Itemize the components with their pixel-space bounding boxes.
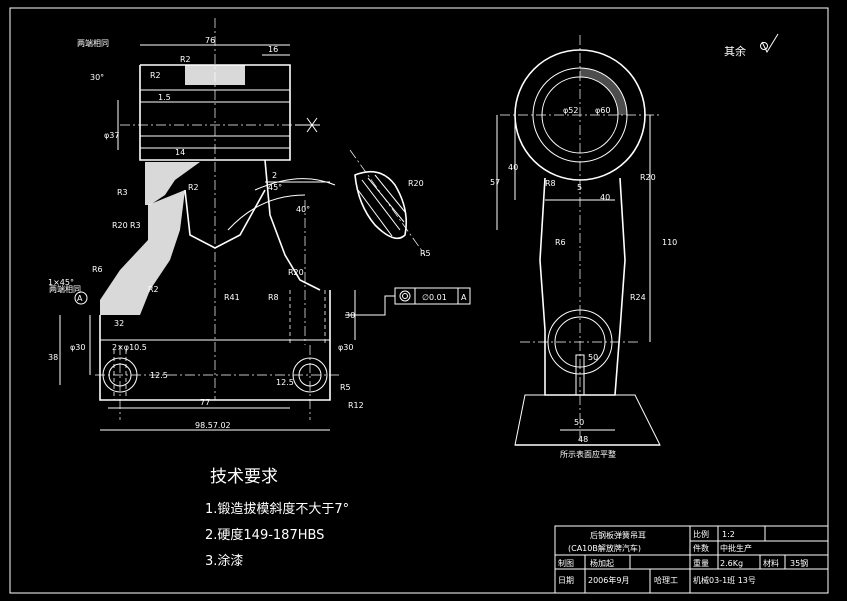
dim-r5-c: R5 [420,249,431,258]
dim-r2-c: R2 [188,183,199,192]
rib-section [354,170,408,240]
dim-12-5-a: 12.5 [150,371,168,380]
dim-14: 14 [175,148,185,157]
dim-holes: 2×φ10.5 [112,343,147,352]
dim-r8-right: R8 [545,179,556,188]
dim-16: 16 [268,45,278,54]
tolerance-value: ∅0.01 [422,293,447,302]
dim-phi30-b: φ30 [338,343,353,352]
pieces-value: 中批生产 [720,543,752,553]
dim-40-horiz: 40 [600,193,610,202]
dim-r20: R20 [112,221,128,230]
drawn-name: 杨加起 [590,558,614,568]
material-value: 35钢 [790,558,808,568]
dim-12-5-b: 12.5 [276,378,294,387]
dim-110: 110 [662,238,677,247]
date-value: 2006年9月 [588,575,629,585]
school-label: 哈理工 [654,575,678,585]
dim-r20-c: R20 [408,179,424,188]
dim-r41: R41 [224,293,240,302]
flat-surface-note: 所示表面应平整 [560,449,616,459]
dim-48: 48 [578,435,588,444]
dim-98-57: 98.57.02 [195,421,231,430]
dim-r20-right: R20 [640,173,656,182]
scale-label: 比例 [693,529,709,539]
dim-r5: R5 [340,383,351,392]
dim-50-b: 50 [574,418,584,427]
datum-a: A [77,294,83,303]
dim-r6: R6 [92,265,103,274]
dim-5: 5 [577,183,582,192]
date-label: 日期 [558,576,574,585]
dim-r2-a: R2 [180,55,191,64]
class-value: 机械03-1班 13号 [693,575,756,585]
dim-r2-d: R2 [148,285,159,294]
requirement-2: 2.硬度149-187HBS [205,527,324,543]
dim-r2-b: R2 [150,71,161,80]
dim-2: 2 [272,171,277,180]
dim-30: 30 [345,311,355,320]
dim-phi52: φ52 [563,106,578,115]
dim-chamfer: 1×45° [48,278,74,287]
dim-76: 76 [205,36,215,45]
drawn-label: 制图 [558,558,574,568]
dim-phi30: φ30 [70,343,85,352]
tolerance-datum: A [461,293,467,302]
requirement-1: 1.锻造拔模斜度不大于7° [205,501,349,517]
dim-30deg: 30° [90,73,104,82]
dim-1-5: 1.5 [158,93,171,102]
dim-r20-b: R20 [288,268,304,277]
dim-77: 77 [200,398,210,407]
roughness-circle-icon [760,42,768,50]
sheet-border [9,7,829,594]
note-left: 两端相同 [49,284,81,294]
datum-marker-icon [74,291,88,305]
dim-50: 50 [588,353,598,362]
dim-r24-right: R24 [630,293,646,302]
dim-40-vert: 40 [508,163,518,172]
dim-r3: R3 [117,188,128,197]
dim-r8: R8 [268,293,279,302]
left-section-view: 两端相同 两端相同 76 16 R2 R2 30° 1.5 φ37 14 R3 … [48,18,471,431]
dim-phi60: φ60 [595,106,610,115]
title-block: 后钢板弹簧吊耳 (CA10B解放牌汽车) 比例 1:2 件数 中批生产 制图 杨… [554,525,829,594]
dim-40deg: 40° [296,205,310,214]
dim-32: 32 [114,319,124,328]
dim-phi37: φ37 [104,131,119,140]
weight-label: 重量 [693,558,709,568]
scale-value: 1:2 [722,530,735,539]
roughness-symbol-icon [761,33,779,54]
concentricity-icon [399,290,411,302]
requirement-3: 3.涂漆 [205,553,243,569]
dim-45deg: 45° [268,183,282,192]
dim-r6-right: R6 [555,238,566,247]
right-side-view: φ52 φ60 R8 R20 R6 R24 40 40 57 110 5 50 … [490,35,677,459]
dim-r3-b: R3 [130,221,141,230]
surface-note: 其余 [724,44,746,58]
weight-value: 2.6Kg [720,559,743,568]
material-label: 材料 [763,558,779,568]
dim-38: 38 [48,353,58,362]
requirements-title: 技术要求 [210,467,278,487]
part-name: 后钢板弹簧吊耳 [590,530,646,540]
note-top: 两端相同 [77,38,109,48]
model-name: (CA10B解放牌汽车) [568,543,641,553]
dim-57: 57 [490,178,500,187]
pieces-label: 件数 [693,543,709,553]
dim-r12: R12 [348,401,364,410]
